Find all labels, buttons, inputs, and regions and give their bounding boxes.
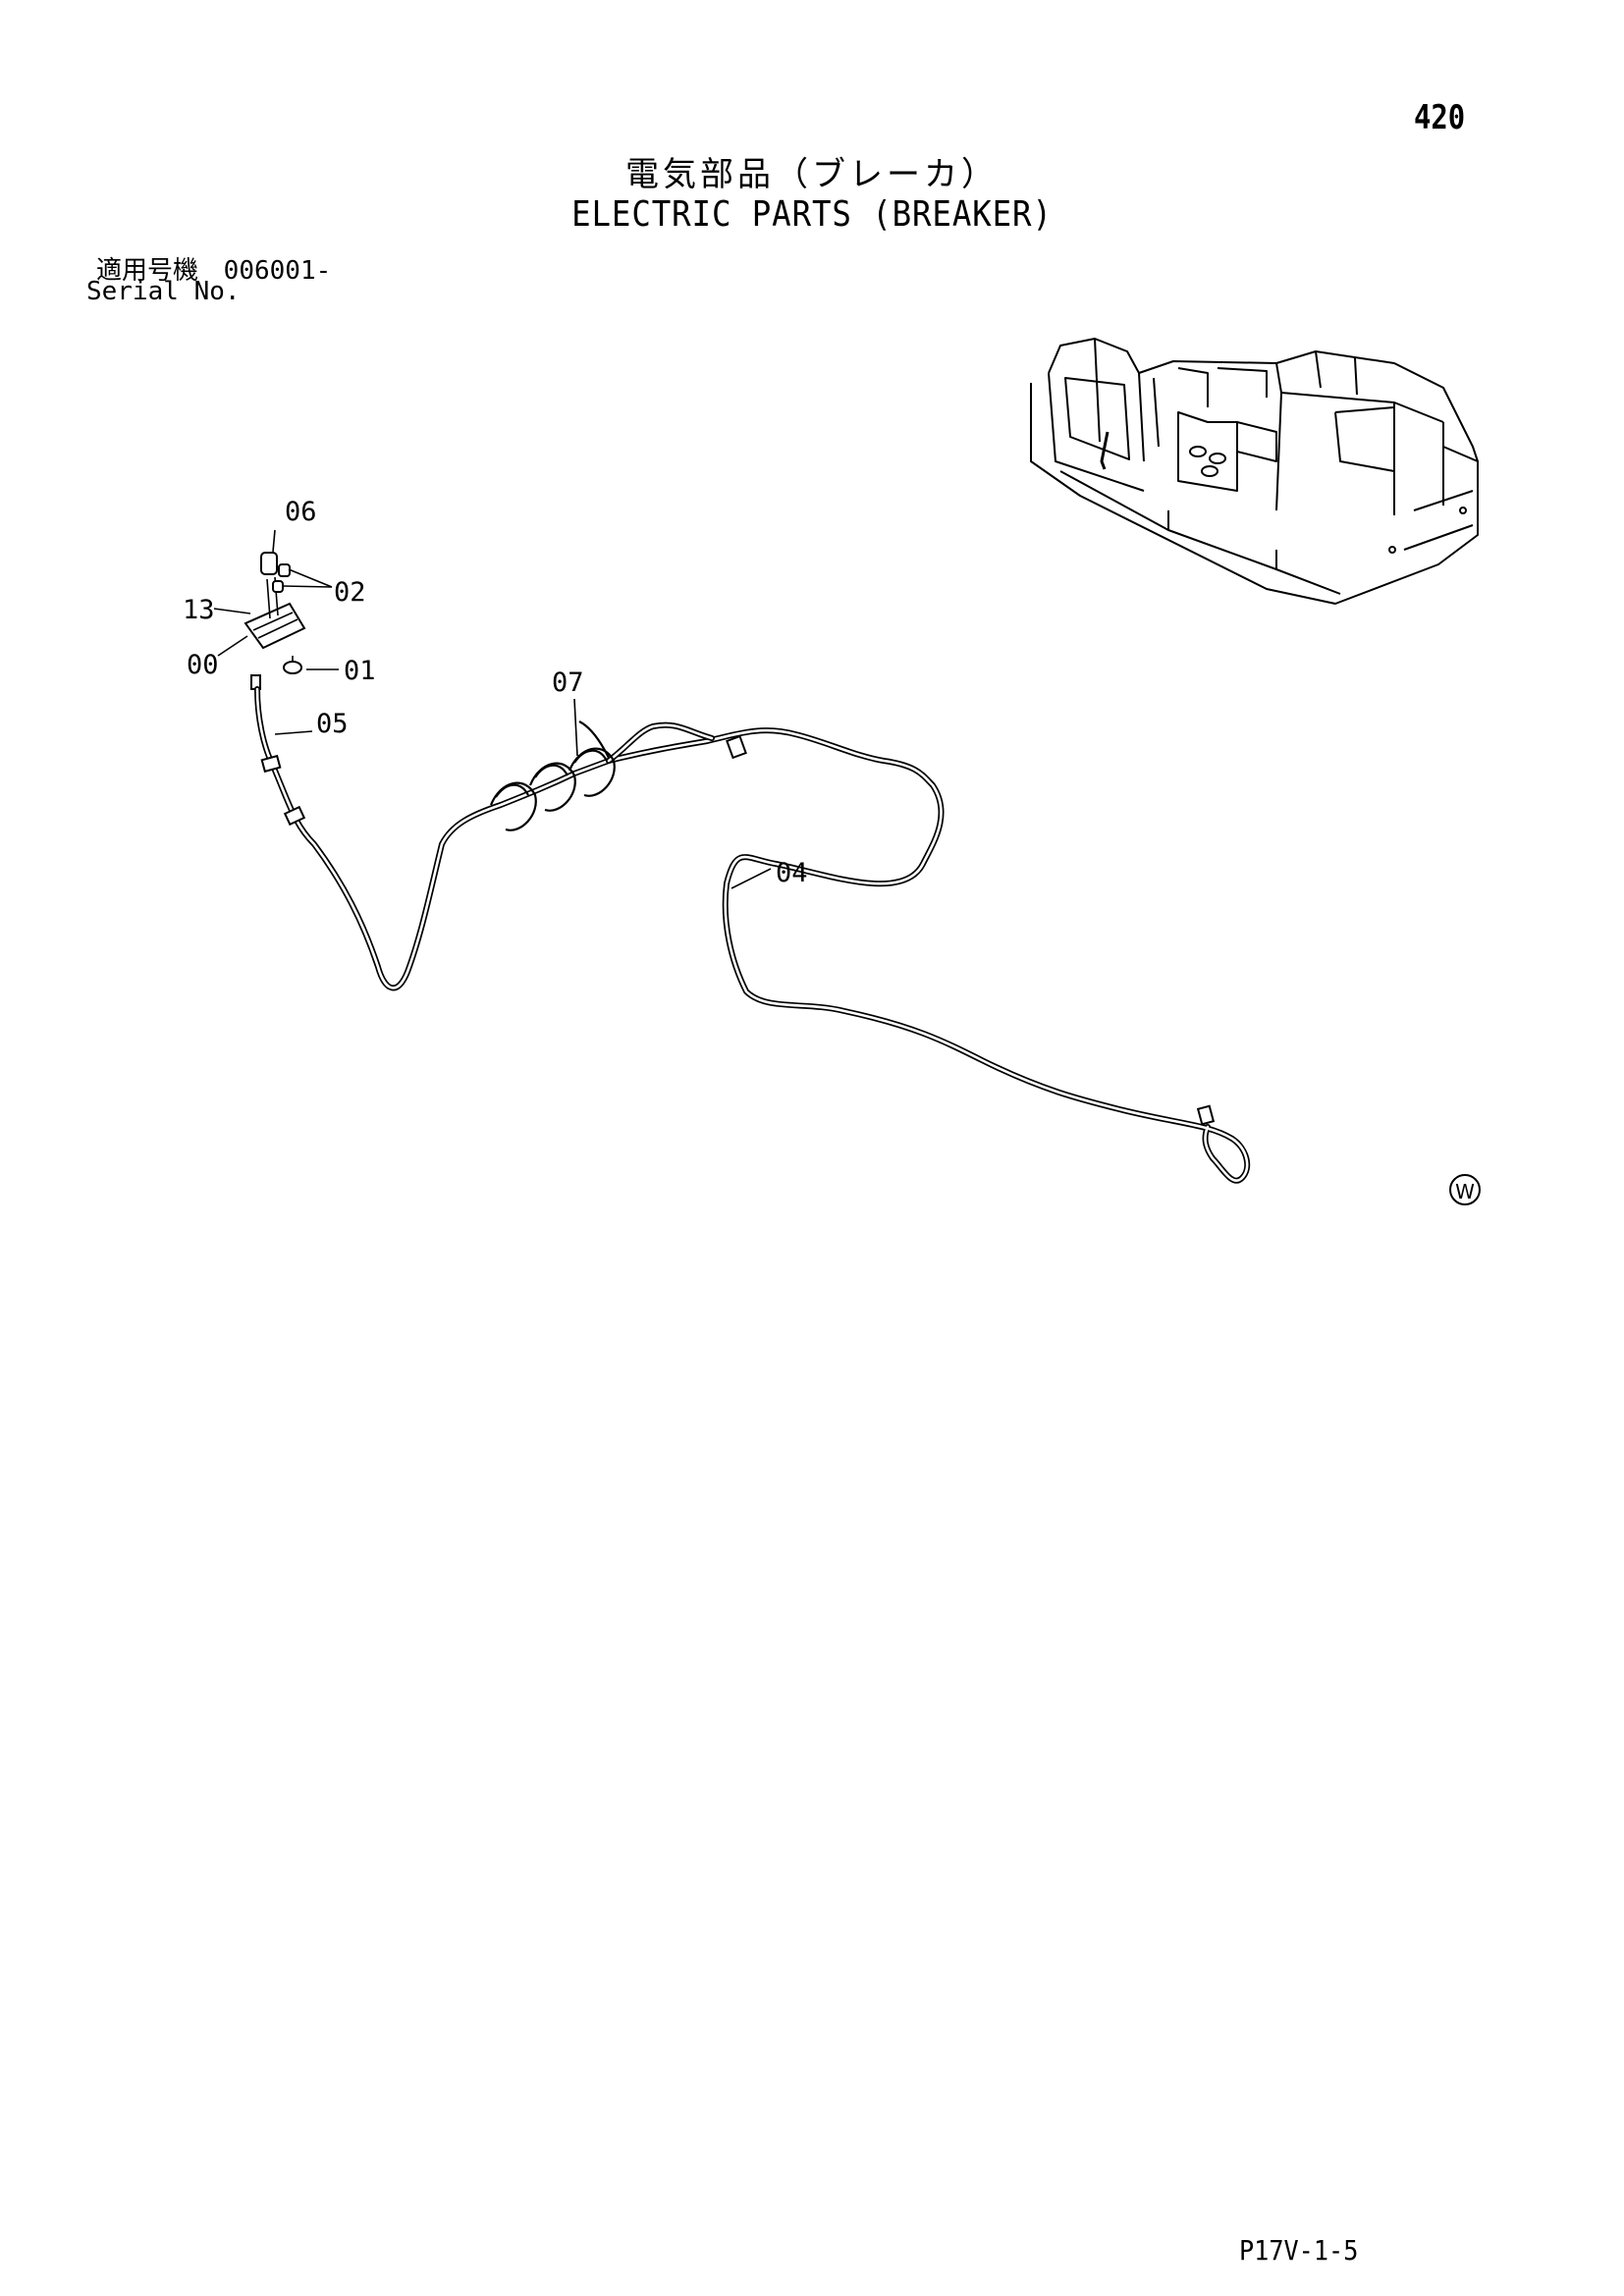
watermark-w-symbol: W (1449, 1174, 1481, 1205)
page-number: 420 (1414, 98, 1466, 137)
callout-05: 05 (316, 709, 349, 739)
title-english: ELECTRIC PARTS (BREAKER) (571, 194, 1053, 235)
callout-13: 13 (183, 595, 215, 625)
callout-06: 06 (285, 497, 317, 527)
excavator-overview-illustration (1030, 338, 1479, 605)
callout-labels: 06 02 13 00 01 05 07 04 (183, 497, 808, 888)
serial-label-en: Serial No. (86, 277, 241, 306)
breaker-switch-assembly (244, 552, 306, 690)
harness-05 (254, 686, 612, 991)
clips-07 (489, 721, 616, 831)
callout-00: 00 (187, 650, 219, 680)
serial-row: 適用号機 006001- (96, 250, 331, 287)
footer-page-code: P17V-1-5 (1239, 2234, 1359, 2267)
serial-number: 006001- (223, 256, 332, 286)
serial-label-jp: 適用号機 (96, 256, 199, 286)
callout-04: 04 (776, 858, 808, 888)
callout-02: 02 (334, 577, 366, 608)
harness-04 (606, 721, 1251, 1184)
callout-01: 01 (344, 656, 376, 686)
title-japanese: 電気部品（ブレーカ） (625, 155, 999, 194)
callout-07: 07 (552, 667, 584, 698)
callout-leaders (213, 529, 772, 889)
